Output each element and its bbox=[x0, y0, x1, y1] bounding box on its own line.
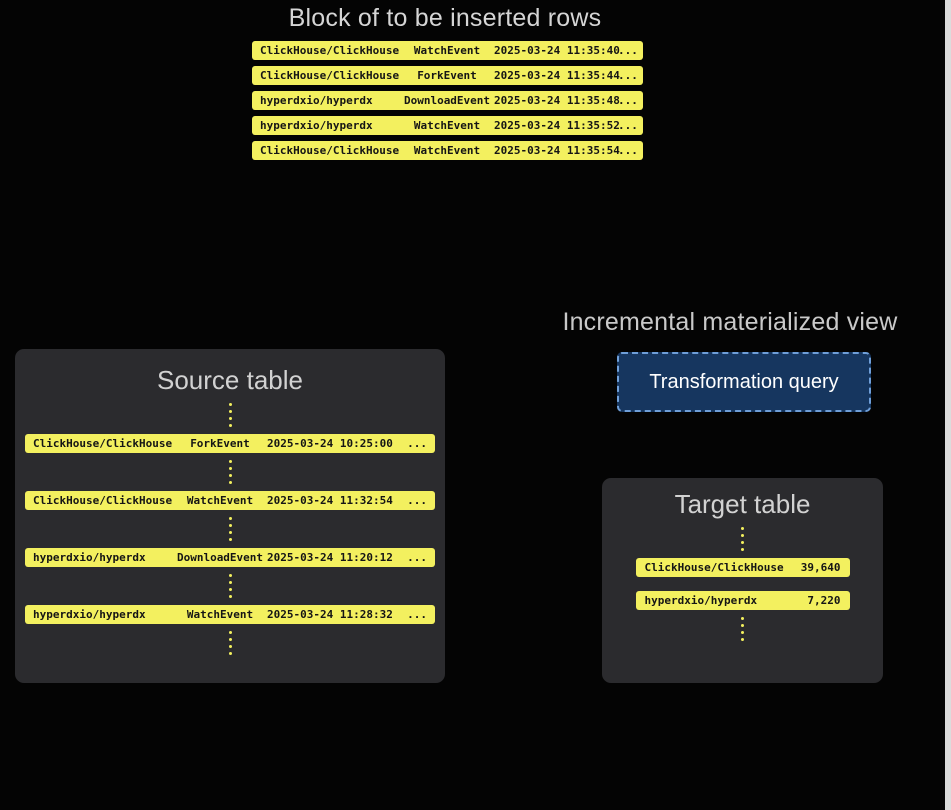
insert-block-rows: ClickHouse/ClickHouse WatchEvent 2025-03… bbox=[252, 41, 643, 160]
vertical-ellipsis-icon bbox=[228, 403, 232, 427]
materialized-view-title: Incremental materialized view bbox=[562, 308, 898, 336]
count-cell: 39,640 bbox=[800, 561, 841, 574]
page-edge bbox=[945, 0, 951, 810]
timestamp-cell: 2025-03-24 11:35:54 bbox=[494, 144, 620, 157]
repo-cell: hyperdxio/hyperdx bbox=[260, 119, 373, 132]
aggregate-row: hyperdxio/hyperdx 7,220 bbox=[635, 591, 850, 610]
ellipsis-cell: ... bbox=[618, 94, 638, 107]
event-row: hyperdxio/hyperdx WatchEvent 2025-03-24 … bbox=[25, 605, 435, 624]
timestamp-cell: 2025-03-24 11:35:44 bbox=[494, 69, 620, 82]
vertical-ellipsis-icon bbox=[228, 574, 232, 598]
source-table-panel: Source table ClickHouse/ClickHouse ForkE… bbox=[15, 349, 445, 683]
event-cell: ForkEvent bbox=[417, 69, 477, 82]
ellipsis-cell: ... bbox=[407, 494, 427, 507]
repo-cell: hyperdxio/hyperdx bbox=[260, 94, 373, 107]
timestamp-cell: 2025-03-24 11:20:12 bbox=[267, 551, 393, 564]
event-row: hyperdxio/hyperdx DownloadEvent 2025-03-… bbox=[252, 91, 643, 110]
target-table-panel: Target table ClickHouse/ClickHouse 39,64… bbox=[602, 478, 883, 683]
vertical-ellipsis-icon bbox=[741, 527, 744, 551]
repo-cell: ClickHouse/ClickHouse bbox=[644, 561, 784, 574]
event-cell: WatchEvent bbox=[413, 119, 481, 132]
ellipsis-cell: ... bbox=[618, 69, 638, 82]
event-row: hyperdxio/hyperdx WatchEvent 2025-03-24 … bbox=[252, 116, 643, 135]
target-table-title: Target table bbox=[674, 489, 811, 519]
event-cell: WatchEvent bbox=[413, 144, 481, 157]
timestamp-cell: 2025-03-24 10:25:00 bbox=[267, 437, 393, 450]
ellipsis-cell: ... bbox=[618, 119, 638, 132]
source-table-title: Source table bbox=[157, 365, 303, 395]
event-cell: WatchEvent bbox=[186, 494, 254, 507]
ellipsis-cell: ... bbox=[407, 608, 427, 621]
repo-cell: hyperdxio/hyperdx bbox=[33, 551, 146, 564]
event-cell: DownloadEvent bbox=[403, 94, 491, 107]
timestamp-cell: 2025-03-24 11:35:52 bbox=[494, 119, 620, 132]
event-row: ClickHouse/ClickHouse WatchEvent 2025-03… bbox=[25, 491, 435, 510]
event-cell: WatchEvent bbox=[413, 44, 481, 57]
ellipsis-cell: ... bbox=[618, 44, 638, 57]
vertical-ellipsis-icon bbox=[228, 460, 232, 484]
transformation-query-box: Transformation query bbox=[617, 352, 871, 412]
event-row: ClickHouse/ClickHouse ForkEvent 2025-03-… bbox=[25, 434, 435, 453]
repo-cell: ClickHouse/ClickHouse bbox=[260, 44, 400, 57]
count-cell: 7,220 bbox=[807, 594, 841, 607]
repo-cell: ClickHouse/ClickHouse bbox=[260, 144, 400, 157]
repo-cell: ClickHouse/ClickHouse bbox=[33, 494, 173, 507]
event-cell: ForkEvent bbox=[190, 437, 250, 450]
ellipsis-cell: ... bbox=[407, 437, 427, 450]
repo-cell: ClickHouse/ClickHouse bbox=[33, 437, 173, 450]
transformation-query-label: Transformation query bbox=[649, 370, 839, 393]
event-row: ClickHouse/ClickHouse WatchEvent 2025-03… bbox=[252, 141, 643, 160]
aggregate-row: ClickHouse/ClickHouse 39,640 bbox=[635, 558, 850, 577]
vertical-ellipsis-icon bbox=[228, 517, 232, 541]
timestamp-cell: 2025-03-24 11:35:40 bbox=[494, 44, 620, 57]
repo-cell: hyperdxio/hyperdx bbox=[644, 594, 758, 607]
event-cell: WatchEvent bbox=[186, 608, 254, 621]
timestamp-cell: 2025-03-24 11:32:54 bbox=[267, 494, 393, 507]
event-row: ClickHouse/ClickHouse ForkEvent 2025-03-… bbox=[252, 66, 643, 85]
ellipsis-cell: ... bbox=[618, 144, 638, 157]
vertical-ellipsis-icon bbox=[741, 617, 744, 641]
vertical-ellipsis-icon bbox=[228, 631, 232, 655]
timestamp-cell: 2025-03-24 11:35:48 bbox=[494, 94, 620, 107]
timestamp-cell: 2025-03-24 11:28:32 bbox=[267, 608, 393, 621]
event-cell: DownloadEvent bbox=[176, 551, 264, 564]
insert-block-title: Block of to be inserted rows bbox=[288, 4, 602, 32]
repo-cell: ClickHouse/ClickHouse bbox=[260, 69, 400, 82]
repo-cell: hyperdxio/hyperdx bbox=[33, 608, 146, 621]
event-row: ClickHouse/ClickHouse WatchEvent 2025-03… bbox=[252, 41, 643, 60]
ellipsis-cell: ... bbox=[407, 551, 427, 564]
event-row: hyperdxio/hyperdx DownloadEvent 2025-03-… bbox=[25, 548, 435, 567]
